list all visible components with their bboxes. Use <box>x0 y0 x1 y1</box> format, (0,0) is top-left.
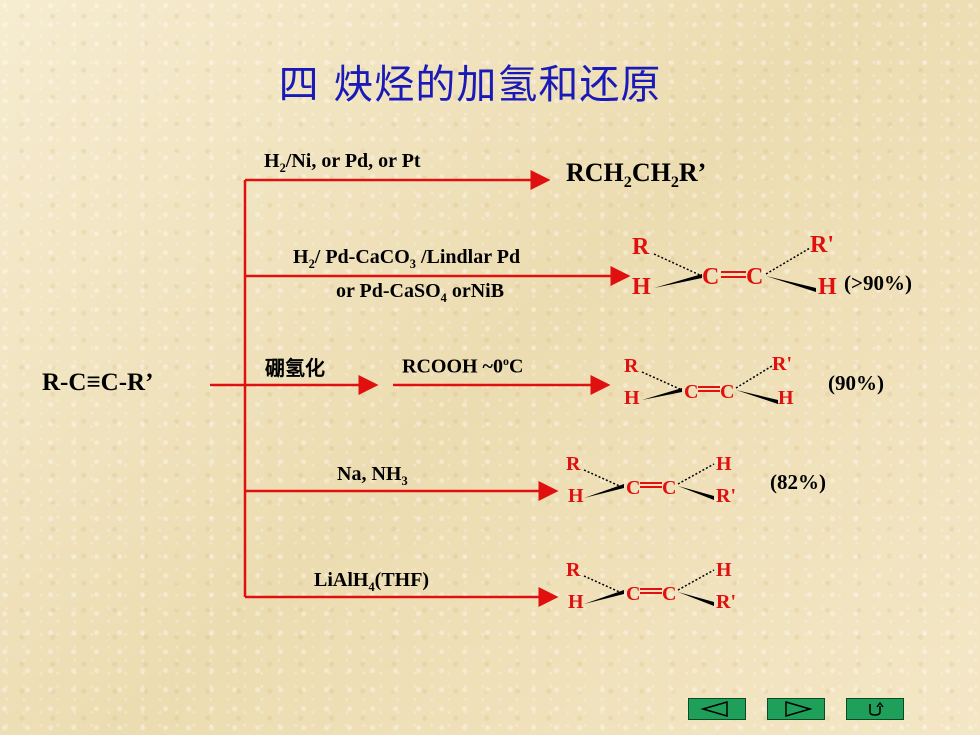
cis-alkene-structure: R H C C R' H <box>632 232 837 300</box>
condition-4: Na, NH3 <box>337 463 408 488</box>
svg-text:H: H <box>716 453 732 475</box>
yield-3: (90%) <box>828 371 884 395</box>
svg-text:H: H <box>818 274 837 300</box>
cis-alkene-structure-small: R H C C R' H <box>624 353 794 409</box>
triangle-right-icon <box>785 701 813 717</box>
condition-2-line2: or Pd-CaSO4 orNiB <box>336 280 505 305</box>
condition-3-acid: RCOOH ~0oC <box>402 354 524 378</box>
trans-alkene-structure-2: R H C C H R' <box>566 559 736 613</box>
svg-text:H: H <box>632 274 651 300</box>
svg-text:H: H <box>568 591 584 613</box>
starting-alkyne: R-C≡C-R’ <box>42 369 154 396</box>
product-1: RCH2CH2R’ <box>566 158 707 192</box>
triangle-left-icon <box>700 701 728 717</box>
yield-4: (82%) <box>770 470 826 494</box>
svg-text:R': R' <box>810 232 834 258</box>
svg-text:H: H <box>778 387 794 409</box>
svg-text:C: C <box>626 583 640 605</box>
condition-5: LiAlH4(THF) <box>314 569 430 594</box>
svg-text:H: H <box>716 559 732 581</box>
svg-text:R': R' <box>716 591 736 613</box>
svg-text:R': R' <box>772 353 792 375</box>
page-title: 四 炔烃的加氢和还原 <box>278 62 662 108</box>
svg-text:C: C <box>626 477 640 499</box>
svg-text:R': R' <box>716 485 736 507</box>
svg-text:R: R <box>566 453 581 475</box>
svg-text:C: C <box>662 477 676 499</box>
svg-text:R: R <box>566 559 581 581</box>
svg-text:C: C <box>746 264 763 290</box>
yield-2: (>90%) <box>844 271 912 295</box>
trans-alkene-structure: R H C C H R' <box>566 453 736 507</box>
condition-1: H2/Ni, or Pd, or Pt <box>264 150 421 175</box>
svg-text:R: R <box>632 234 650 260</box>
condition-2-line1: H2/ Pd-CaCO3 /Lindlar Pd <box>293 246 521 271</box>
return-arrow-icon <box>869 701 884 716</box>
svg-text:C: C <box>720 381 734 403</box>
condition-3-hydroboration: 硼氢化 <box>265 356 325 380</box>
svg-text:H: H <box>624 387 640 409</box>
svg-text:R: R <box>624 355 639 377</box>
next-slide-button[interactable] <box>767 698 825 720</box>
return-button[interactable] <box>846 698 904 720</box>
svg-text:H: H <box>568 485 584 507</box>
prev-slide-button[interactable] <box>688 698 746 720</box>
svg-text:C: C <box>684 381 698 403</box>
svg-text:C: C <box>662 583 676 605</box>
svg-text:C: C <box>702 264 719 290</box>
